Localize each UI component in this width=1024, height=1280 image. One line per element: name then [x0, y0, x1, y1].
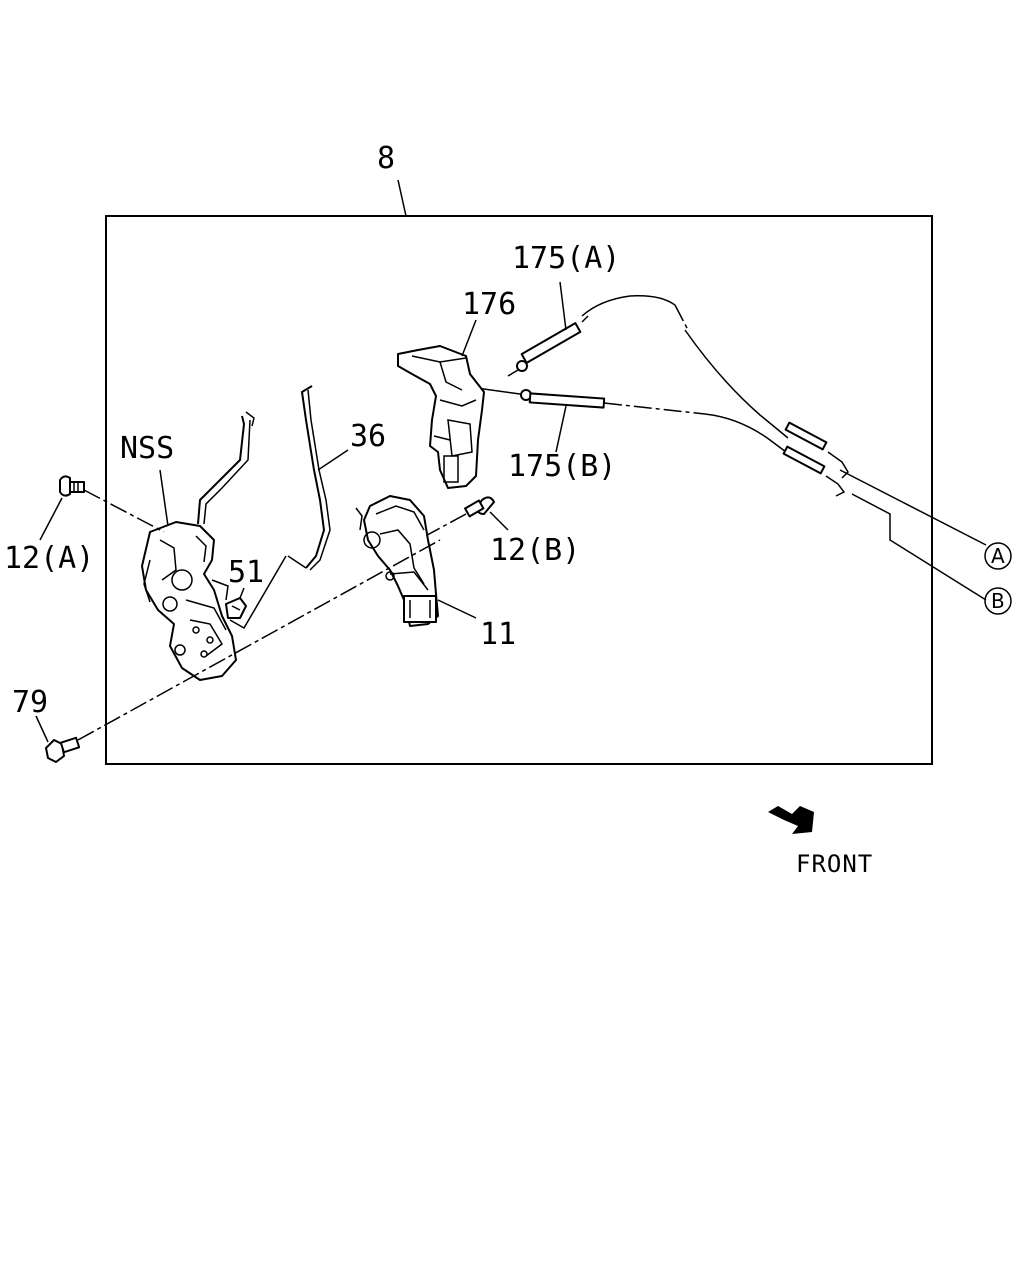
label-12b: 12(B)	[490, 533, 580, 568]
label-36: 36	[350, 419, 386, 454]
screw-12b	[464, 496, 495, 518]
bracket-176	[397, 345, 485, 489]
ref-marker-a: A	[984, 542, 1012, 570]
leader-51	[239, 587, 245, 599]
assembly-leader	[397, 179, 407, 217]
ref-marker-b: B	[984, 587, 1012, 615]
leader-12b	[489, 511, 509, 531]
label-12a: 12(A)	[4, 541, 94, 576]
assembly-frame	[105, 215, 933, 765]
leader-12a	[39, 497, 63, 541]
rod-36	[287, 385, 331, 571]
label-51: 51	[228, 555, 264, 590]
label-assembly-8: 8	[377, 141, 395, 176]
screw-12a-axis	[83, 489, 165, 533]
bolt-79-axis	[77, 539, 441, 741]
leader-nss	[159, 469, 169, 527]
label-175b: 175(B)	[508, 449, 616, 484]
cable-175a	[507, 294, 987, 546]
label-79: 79	[12, 685, 48, 720]
svg-text:B: B	[991, 589, 1005, 613]
screw-12a	[59, 475, 85, 497]
leader-175a	[559, 281, 567, 331]
clip-51	[225, 597, 247, 619]
bolt-79	[45, 736, 81, 763]
cable-175b	[461, 385, 987, 601]
rod-to-clip-line	[229, 555, 287, 630]
actuator-11	[355, 495, 439, 627]
leader-79	[35, 715, 49, 743]
front-label: FRONT	[796, 850, 873, 878]
svg-text:A: A	[991, 544, 1005, 568]
leader-11	[437, 599, 477, 619]
label-176: 176	[462, 287, 516, 322]
label-175a: 175(A)	[512, 241, 620, 276]
leader-175b	[555, 405, 567, 453]
door-lock-assembly	[141, 411, 255, 681]
label-nss: NSS	[120, 431, 174, 466]
label-11: 11	[480, 617, 516, 652]
leader-36	[317, 449, 349, 471]
leader-176	[461, 319, 477, 357]
front-arrow-icon	[768, 806, 814, 834]
